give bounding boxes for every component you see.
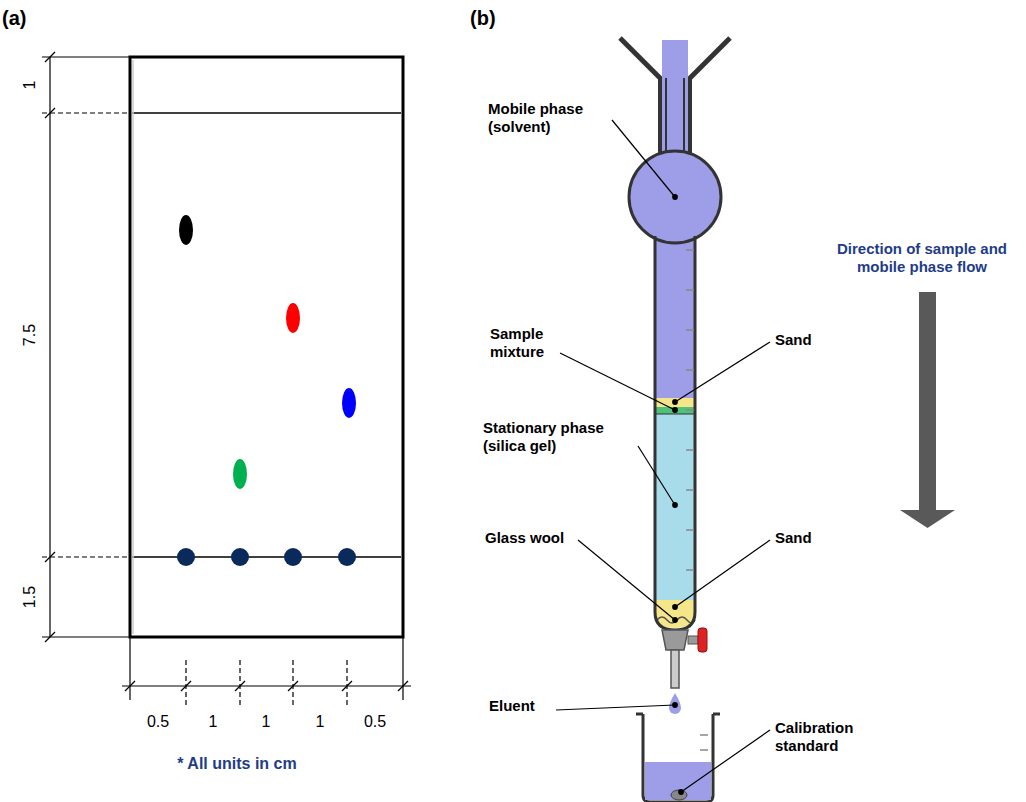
panel-letter: (b)	[470, 6, 510, 30]
part-label: Glass wool	[485, 529, 581, 547]
dimension: 1	[198, 712, 228, 731]
part-label: Sample mixture	[490, 325, 590, 361]
tlc-plate	[130, 57, 403, 637]
dimension: 1	[251, 712, 281, 731]
part-label: Sand	[775, 331, 837, 349]
dimension-lines	[42, 52, 411, 706]
leader-lines	[556, 120, 770, 792]
dimension: 1.5	[20, 577, 39, 617]
part-label: Sand	[775, 529, 837, 547]
flow-arrow	[900, 292, 955, 528]
units-note: * All units in cm	[107, 754, 367, 773]
dimension: 7.5	[20, 315, 39, 355]
panel-letter: (a)	[2, 6, 42, 30]
part-label: Calibration standard	[775, 719, 897, 755]
part-label: Stationary phase (silica gel)	[483, 419, 633, 455]
dimension: 0.5	[355, 712, 395, 731]
dimension: 1	[305, 712, 335, 731]
part-label: Eluent	[489, 697, 555, 715]
dimension: 0.5	[138, 712, 178, 731]
dimension: 1	[20, 65, 39, 105]
part-label: Mobile phase (solvent)	[488, 100, 608, 136]
chromatography-column	[620, 38, 730, 802]
flow-label: Direction of sample and mobile phase flo…	[822, 240, 1022, 276]
